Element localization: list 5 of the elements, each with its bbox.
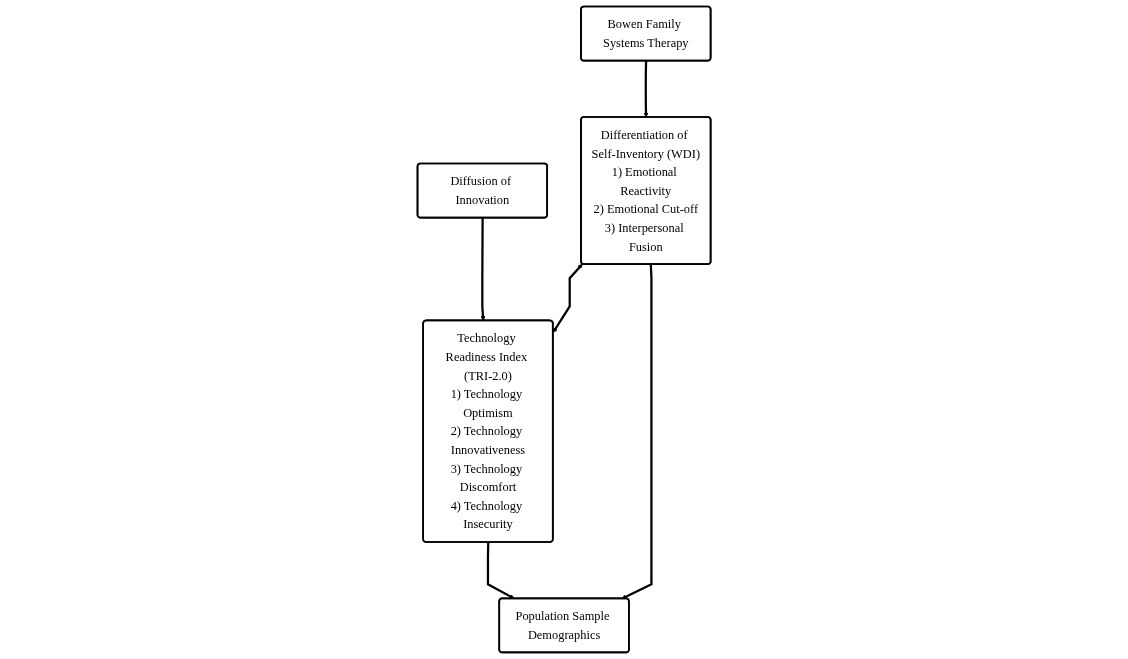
arrow <box>621 264 653 599</box>
arrow <box>643 60 649 118</box>
arrow <box>552 263 583 333</box>
arrow <box>480 217 486 321</box>
arrow <box>486 542 515 599</box>
